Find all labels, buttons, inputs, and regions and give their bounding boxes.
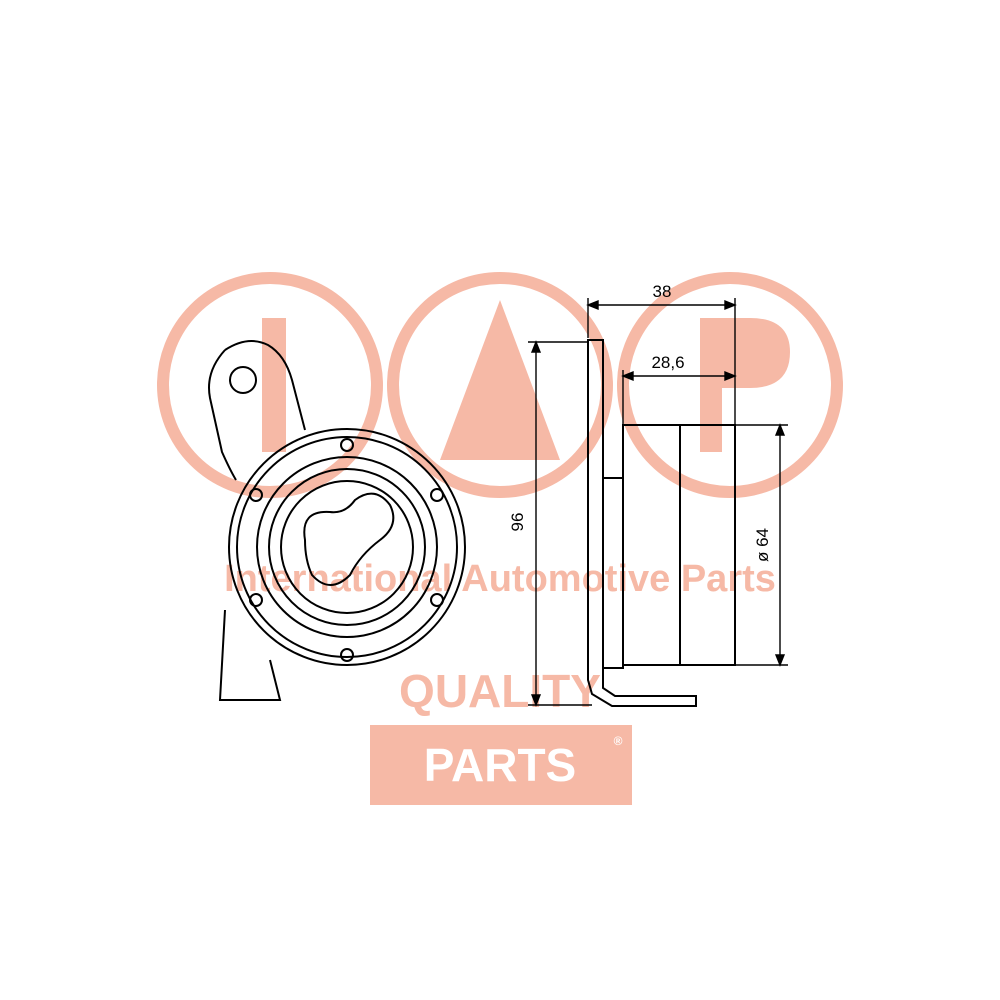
bolt-hole: [430, 593, 444, 607]
logo-badge-quality: QUALITY: [399, 665, 601, 717]
dimension-diameter: ø 64: [753, 528, 772, 562]
side-view: [587, 339, 736, 707]
bolt-hole: [249, 593, 263, 607]
logo-ring-middle: [387, 272, 613, 498]
logo-letter-p: [700, 318, 790, 452]
dimensions: [528, 298, 788, 707]
tensioner-bracket: [208, 340, 306, 701]
logo-letter-i: [262, 318, 286, 452]
bolt-hole: [340, 438, 354, 452]
pulley-outer-ring: [228, 428, 466, 666]
logo-badge-box: [370, 725, 632, 805]
eccentric-slot: [303, 492, 395, 586]
dimension-height: 96: [508, 513, 527, 532]
dimension-pulley-width: 28,6: [651, 353, 684, 372]
logo-ring-left: [157, 272, 383, 498]
dimension-total-width: 38: [653, 282, 672, 301]
logo-registered-mark: ®: [614, 734, 623, 748]
front-view: [208, 340, 466, 701]
pulley-ring-3: [256, 456, 438, 638]
bolt-hole: [340, 648, 354, 662]
logo-badge-parts: PARTS: [424, 739, 577, 791]
logo-letter-a: [440, 300, 560, 460]
iap-logo-watermark: [157, 272, 843, 498]
pulley-ring-2: [236, 436, 458, 658]
bracket-mount-hole: [229, 366, 257, 394]
bolt-hole: [430, 488, 444, 502]
pulley-ring-5: [280, 480, 414, 614]
pulley-ring-4: [268, 468, 426, 626]
logo-tagline: International Automotive Parts: [224, 558, 776, 600]
bolt-hole: [249, 488, 263, 502]
